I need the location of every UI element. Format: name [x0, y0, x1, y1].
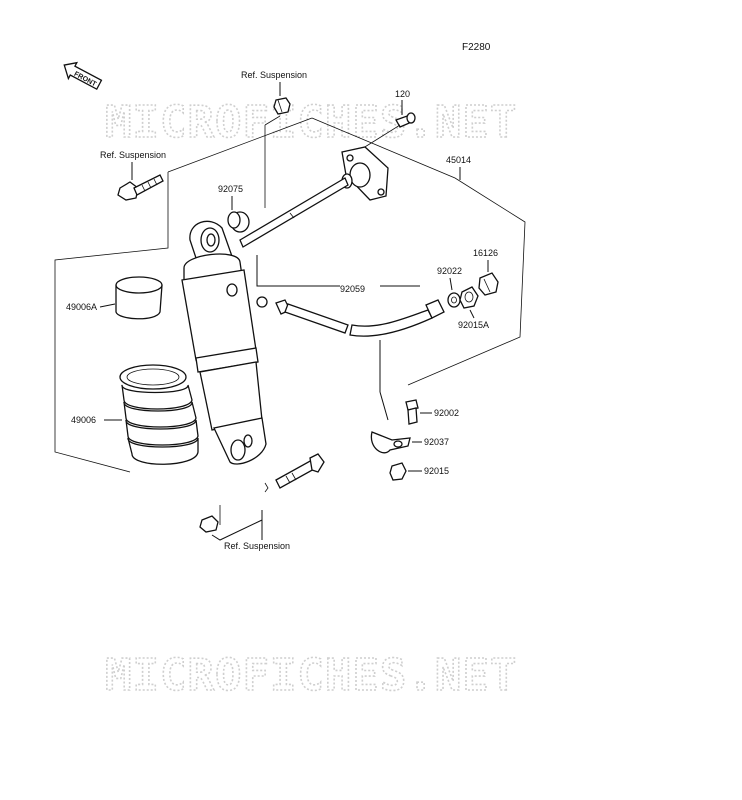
boot-49006: [119, 364, 199, 465]
label-92002: 92002: [434, 408, 459, 418]
label-49006: 49006: [71, 415, 96, 425]
label-92059: 92059: [340, 284, 365, 294]
label-92015A: 92015A: [458, 320, 489, 330]
bolt-92002: [405, 399, 419, 425]
label-ref-suspension-bottom: Ref. Suspension: [224, 541, 290, 551]
label-45014: 45014: [446, 155, 471, 165]
assembly-frame: [54, 172, 169, 473]
label-16126: 16126: [473, 248, 498, 258]
label-ref-suspension-left: Ref. Suspension: [100, 150, 166, 160]
bolt-lower: [275, 453, 325, 489]
label-92037: 92037: [424, 437, 449, 447]
cap-49006A: [115, 276, 163, 320]
hose-92059: [256, 296, 445, 337]
label-ref-suspension-top: Ref. Suspension: [241, 70, 307, 80]
label-92022: 92022: [437, 266, 462, 276]
washer-92022: [447, 292, 461, 308]
label-120: 120: [395, 89, 410, 99]
reservoir-bracket: [341, 146, 389, 201]
label-92075: 92075: [218, 184, 243, 194]
page-code: F2280: [462, 42, 491, 53]
nut-92015A: [459, 286, 479, 309]
front-arrow-icon: FRONT: [63, 61, 103, 91]
shock-absorber: [181, 220, 267, 465]
nut-lower: [199, 515, 219, 533]
bolt-left: [117, 174, 164, 201]
valve-16126: [478, 272, 499, 296]
watermark-top: MICROFICHES.NET: [105, 97, 517, 148]
label-92015: 92015: [424, 466, 449, 476]
clamp-92037: [370, 431, 411, 454]
bolt-120: [395, 112, 416, 128]
nut-92015: [389, 462, 407, 481]
bushing-92075: [227, 211, 250, 233]
watermark-bottom: MICROFICHES.NET: [105, 650, 517, 701]
nut-top: [273, 97, 291, 115]
label-49006A: 49006A: [66, 302, 97, 312]
